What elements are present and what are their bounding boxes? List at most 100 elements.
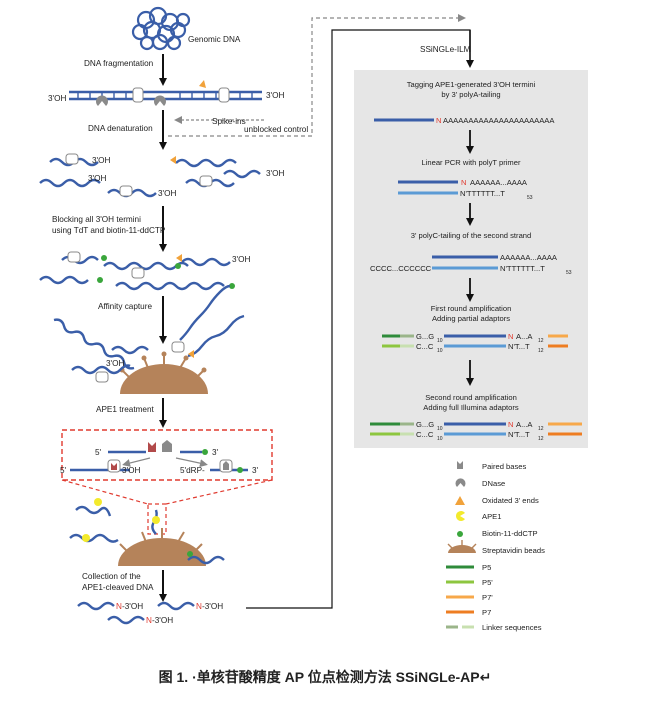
paired-bases-icon (162, 440, 172, 452)
oh3-right-label: 3'OH (266, 91, 284, 100)
sub-10a: 10 (437, 338, 443, 344)
ape1-icon (82, 534, 90, 542)
blocking-line1-label: Blocking all 3'OH termini (52, 215, 141, 224)
ssingle-ilm-label: SSiNGLe-ILM (420, 45, 471, 54)
blocking-line2-label: using TdT and biotin-11-ddCTP (52, 226, 166, 235)
biotin-icon (101, 255, 107, 261)
step2-label: Linear PCR with polyT primer (421, 158, 521, 167)
dnase-icon (455, 478, 466, 487)
streptavidin-bead-cleaved (118, 528, 206, 566)
ape1-icon (456, 511, 465, 521)
oh3-b-label: 3'OH (88, 174, 106, 183)
oh3-d-label: 3'OH (266, 169, 284, 178)
c-seq-1: C...C (416, 342, 434, 351)
n-3oh-2-label: -3'OH (202, 602, 223, 611)
dna-denaturation-label: DNA denaturation (88, 124, 153, 133)
c-seq-2: C...C (416, 430, 434, 439)
n-mark-3: N (146, 616, 152, 625)
biotin-icon (237, 467, 243, 473)
a-seq-1: A...A (516, 332, 533, 341)
biotin-icon (457, 531, 463, 537)
biotin-icon (202, 449, 208, 455)
spike-ins-label: Spike-ins (212, 117, 246, 126)
n-mark-1: N (116, 602, 122, 611)
n-mark-r4: N (508, 420, 513, 429)
double-strand-dna (69, 80, 262, 106)
step4-line2: Adding partial adaptors (432, 314, 510, 323)
oxidated-end-icon (188, 350, 194, 358)
oxidated-end-icon (170, 156, 176, 164)
step4-line1: First round amplification (431, 304, 512, 313)
zoom-3p-top-label: 3' (212, 448, 219, 457)
sub-10d: 10 (437, 436, 443, 442)
dna-fragmentation-label: DNA fragmentation (84, 59, 154, 68)
step5-line2: Adding full Illumina adaptors (423, 403, 519, 412)
zoom-5p-bottom-label: 5' (60, 466, 67, 475)
biotin-icon (187, 551, 193, 557)
seq-a-top: AAAAAA...AAAA (470, 178, 528, 187)
single-strands-denatured (39, 157, 261, 198)
sub-10b: 10 (437, 348, 443, 354)
zoom-5p-top-label: 5' (95, 448, 102, 457)
paired-bases-icon (131, 267, 145, 279)
zoom-source-box (147, 503, 167, 535)
a-seq-2: A...A (516, 420, 533, 429)
legend-label: Linker sequences (482, 623, 542, 632)
n-mark-r3: N (508, 332, 513, 341)
paired-bases-icon (119, 185, 133, 197)
oh3-c-label: 3'OH (158, 189, 176, 198)
n-mark-r1: N (436, 116, 441, 125)
legend-label: APE1 (482, 512, 501, 521)
oh3-f-label: 3'OH (106, 359, 124, 368)
oxidated-end-icon (199, 80, 206, 88)
unblocked-control-label: unblocked control (244, 125, 308, 134)
seq-t-mid: N'TTTTTT...T (460, 189, 505, 198)
ape1-icon (94, 498, 102, 506)
collection-line2-label: APE1-cleaved DNA (82, 583, 154, 592)
t-seq-1: N'T...T (508, 342, 530, 351)
paired-bases-icon (95, 371, 109, 383)
affinity-capture-label: Affinity capture (98, 302, 152, 311)
figure-caption: 图 1. ·单核苷酸精度 AP 位点检测方法 SSiNGLe-AP↵ (159, 669, 492, 685)
oh3-left-label: 3'OH (48, 94, 66, 103)
legend-label: Biotin-11-ddCTP (482, 529, 538, 538)
seq-c-left: CCCC...CCCCCC (370, 264, 432, 273)
g-seq-2: G...G (416, 420, 434, 429)
dnase-icon (96, 95, 108, 106)
sub-12a: 12 (538, 338, 544, 344)
oh3-a-label: 3'OH (92, 156, 110, 165)
legend-label: Paired bases (482, 462, 527, 471)
sub-12c: 12 (538, 426, 544, 432)
t-seq-2: N'T...T (508, 430, 530, 439)
step1-line1: Tagging APE1-generated 3'OH termini (407, 80, 536, 89)
polyA-long: AAAAAAAAAAAAAAAAAAAAAA (443, 116, 555, 125)
streptavidin-bead-captured (119, 351, 208, 394)
unblocked-control-path (168, 14, 466, 137)
paired-bases-icon (65, 153, 79, 165)
legend-label: P5 (482, 563, 491, 572)
zoom-box (61, 429, 273, 481)
sub-53b: 53 (566, 270, 572, 276)
genomic-dna-label: Genomic DNA (188, 35, 241, 44)
sub-53: 53 (527, 195, 533, 201)
legend-label: DNase (482, 479, 505, 488)
ape1-icon (152, 516, 160, 524)
biotin-icon (229, 283, 235, 289)
captured-strands (53, 284, 245, 375)
biotin-icon (97, 277, 103, 283)
legend: Paired bases DNase Oxidated 3' ends APE1… (446, 461, 545, 632)
paired-bases-icon (67, 251, 81, 263)
legend-label: P7 (482, 608, 491, 617)
streptavidin-bead-icon (448, 545, 476, 553)
n-3oh-1-label: -3'OH (122, 602, 143, 611)
step3-label: 3' polyC-tailing of the second strand (411, 231, 532, 240)
paired-bases-icon (148, 442, 156, 452)
biotin-icon (175, 263, 181, 269)
ape1-treatment-label: APE1 treatment (96, 405, 155, 414)
step1-line2: by 3' polyA-tailing (441, 90, 500, 99)
legend-label: P5' (482, 578, 493, 587)
step5-line1: Second round amplification (425, 393, 517, 402)
n-3oh-3-label: -3'OH (152, 616, 173, 625)
dnase-icon (154, 95, 166, 106)
